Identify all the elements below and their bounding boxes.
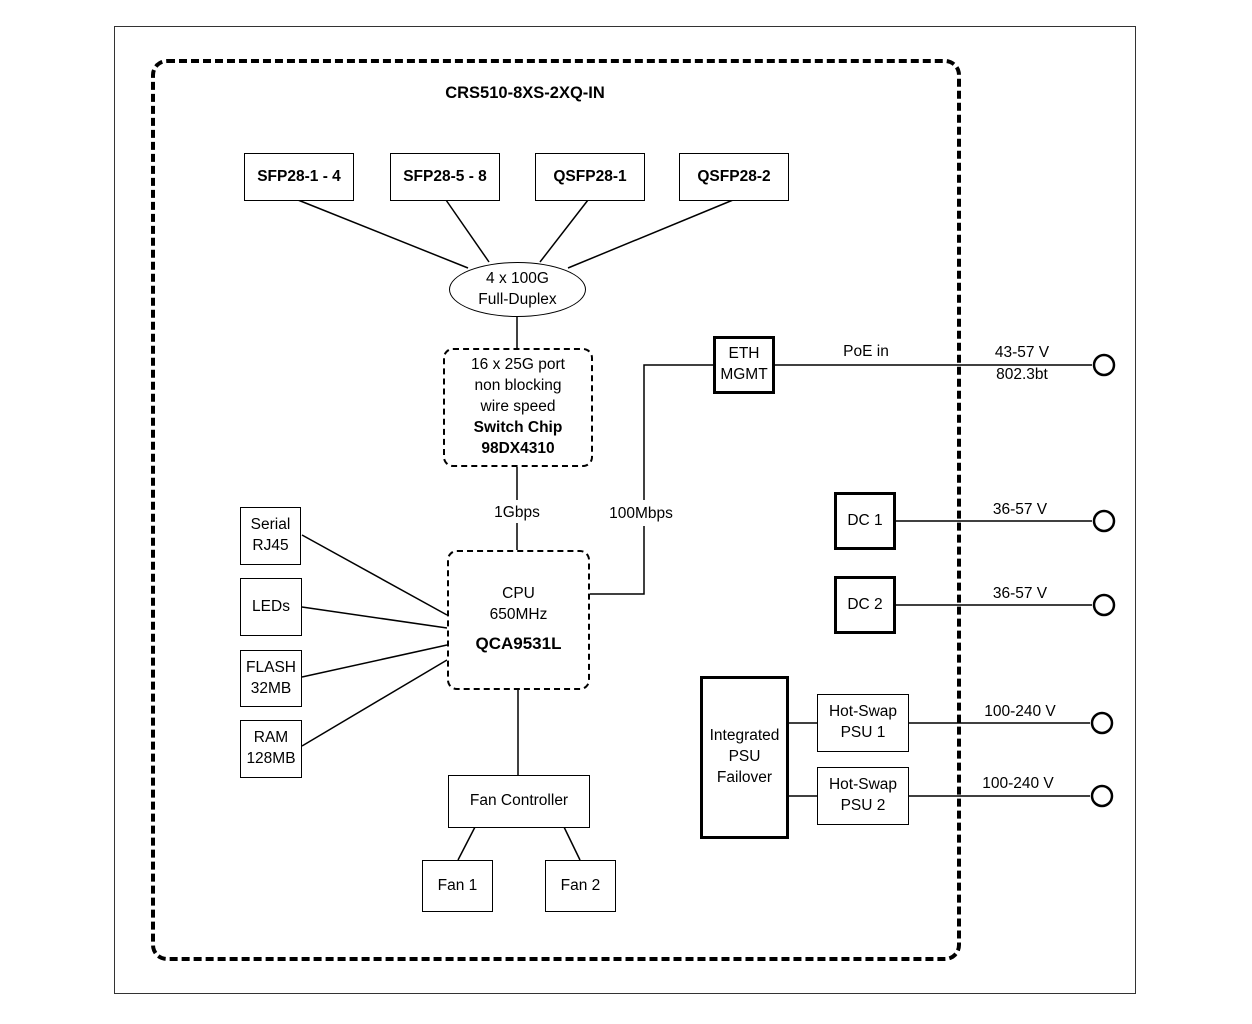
psu-failover-line2: PSU	[728, 748, 761, 766]
flash-line2: 32MB	[250, 679, 292, 697]
outer-frame	[114, 26, 1136, 994]
poe-standard: 802.3bt	[996, 366, 1048, 384]
serial-rj45: Serial RJ45	[240, 507, 301, 565]
uplink-line1: 4 x 100G	[486, 270, 549, 288]
switch-chip-line2: non blocking	[474, 377, 562, 395]
psu-1-line1: Hot-Swap	[828, 703, 898, 721]
eth-mgmt-line2: MGMT	[720, 366, 768, 383]
fan-controller: Fan Controller	[448, 775, 590, 828]
link-label-poe-in: PoE in	[843, 342, 889, 360]
psu-2-voltage: 100-240 V	[982, 775, 1054, 793]
link-fan1	[457, 826, 476, 861]
dc-2-label: DC 2	[847, 595, 883, 613]
poe-voltage: 43-57 V	[994, 344, 1050, 362]
port-qsfp28-2-label: QSFP28-2	[697, 167, 771, 185]
link-qsfp28-2	[567, 199, 734, 269]
dc-2-voltage: 36-57 V	[992, 585, 1048, 603]
leds: LEDs	[240, 578, 302, 636]
serial-line2: RJ45	[252, 537, 289, 554]
link-serial	[301, 534, 448, 616]
port-sfp28-1-4: SFP28-1 - 4	[244, 153, 354, 201]
link-cpu-mgmt	[588, 526, 645, 595]
port-sfp28-5-8: SFP28-5 - 8	[390, 153, 500, 201]
psu-2-line2: PSU 2	[840, 797, 886, 814]
flash-line1: FLASH	[246, 658, 296, 676]
link-label-100mbps: 100Mbps	[609, 504, 673, 522]
port-qsfp28-1: QSFP28-1	[535, 153, 645, 201]
psu-failover: Integrated PSU Failover	[700, 676, 789, 839]
fan-1: Fan 1	[422, 860, 493, 912]
port-sfp28-1-4-label: SFP28-1 - 4	[257, 167, 341, 185]
device-title: CRS510-8XS-2XQ-IN	[445, 84, 605, 103]
link-cpu-mgmt-upper	[643, 364, 713, 500]
terminal-dc1	[1092, 509, 1116, 533]
dc-2: DC 2	[834, 576, 896, 634]
uplink-bus: 4 x 100G Full-Duplex	[449, 262, 586, 317]
cpu: CPU 650MHz QCA9531L	[447, 550, 590, 690]
port-qsfp28-1-label: QSFP28-1	[553, 167, 627, 185]
link-leds	[301, 606, 448, 629]
cpu-model: QCA9531L	[475, 634, 562, 654]
fan-controller-label: Fan Controller	[469, 792, 569, 810]
dc-1-label: DC 1	[847, 511, 883, 529]
link-fan2	[563, 826, 581, 861]
flash: FLASH 32MB	[240, 650, 302, 707]
cpu-label: CPU	[502, 584, 535, 602]
terminal-psu2	[1090, 784, 1114, 808]
fan-1-label: Fan 1	[437, 876, 478, 894]
terminal-poe	[1092, 353, 1116, 377]
psu-2-line1: Hot-Swap	[828, 776, 898, 794]
fan-2-label: Fan 2	[560, 876, 601, 894]
psu-failover-line1: Integrated	[709, 727, 780, 745]
terminal-psu1	[1090, 711, 1114, 735]
cpu-frequency: 650MHz	[489, 605, 548, 623]
link-flash	[301, 644, 448, 678]
switch-chip-line3: wire speed	[480, 398, 556, 416]
port-qsfp28-2: QSFP28-2	[679, 153, 789, 201]
link-ram	[301, 659, 448, 747]
device-boundary	[151, 59, 961, 961]
serial-line1: Serial	[250, 516, 291, 534]
link-qsfp28-1	[539, 199, 589, 263]
ram: RAM 128MB	[240, 720, 302, 778]
link-sfp28-1-4	[297, 199, 469, 269]
ram-line1: RAM	[253, 729, 289, 747]
psu-1-line2: PSU 1	[840, 724, 886, 741]
hot-swap-psu-2: Hot-Swap PSU 2	[817, 767, 909, 825]
switch-chip-name: Switch Chip	[473, 418, 563, 436]
eth-mgmt-line1: ETH	[728, 345, 760, 363]
ram-line2: 128MB	[246, 750, 296, 767]
link-sfp28-5-8	[445, 199, 490, 263]
leds-label: LEDs	[252, 597, 290, 615]
switch-chip: 16 x 25G port non blocking wire speed Sw…	[443, 348, 593, 467]
fan-2: Fan 2	[545, 860, 616, 912]
port-sfp28-5-8-label: SFP28-5 - 8	[403, 167, 487, 185]
dc-1-voltage: 36-57 V	[992, 501, 1048, 519]
uplink-line2: Full-Duplex	[478, 290, 557, 308]
psu-failover-line3: Failover	[716, 768, 773, 786]
terminal-dc2	[1092, 593, 1116, 617]
eth-mgmt: ETH MGMT	[713, 336, 775, 394]
switch-chip-line1: 16 x 25G port	[471, 356, 565, 374]
psu-1-voltage: 100-240 V	[984, 703, 1056, 721]
hot-swap-psu-1: Hot-Swap PSU 1	[817, 694, 909, 752]
link-label-1gbps: 1Gbps	[494, 503, 540, 521]
dc-1: DC 1	[834, 492, 896, 550]
switch-chip-model: 98DX4310	[481, 439, 555, 457]
